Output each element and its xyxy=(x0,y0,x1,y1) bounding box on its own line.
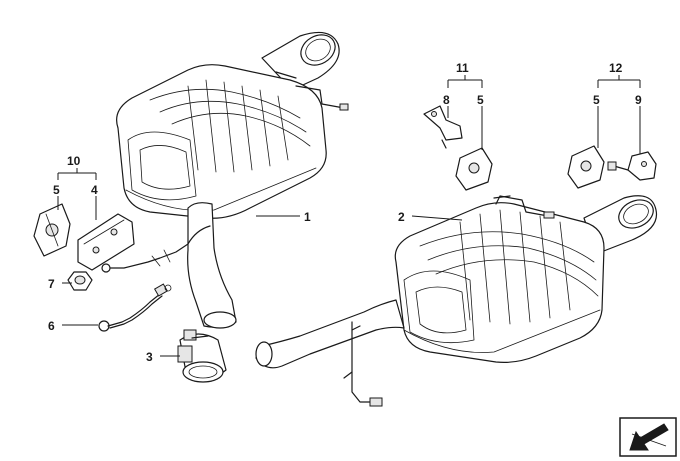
callout-5-middle: 5 xyxy=(477,93,484,107)
callout-3: 3 xyxy=(146,350,153,364)
callout-11: 11 xyxy=(456,61,469,75)
leader-lines xyxy=(57,75,641,357)
bracket-part-9 xyxy=(607,151,657,181)
rear-muffler-right xyxy=(255,195,658,407)
callout-4: 4 xyxy=(91,183,98,197)
callout-12: 12 xyxy=(609,61,623,75)
pipe-clamp xyxy=(177,329,227,383)
callout-9: 9 xyxy=(635,93,642,107)
callout-5-left: 5 xyxy=(53,183,60,197)
callout-10: 10 xyxy=(67,154,81,168)
callout-2: 2 xyxy=(398,210,405,224)
callout-5-right: 5 xyxy=(593,93,600,107)
callout-6: 6 xyxy=(48,319,55,333)
rubber-mount-middle xyxy=(455,147,493,191)
rubber-mount-right xyxy=(567,145,605,189)
callout-8: 8 xyxy=(443,93,450,107)
bracket-part-4 xyxy=(77,213,135,271)
arrow-down-left-icon xyxy=(619,417,677,457)
nut-part-7 xyxy=(67,271,93,291)
callout-1: 1 xyxy=(304,210,311,224)
ground-strap-part-6 xyxy=(98,283,172,332)
callout-7: 7 xyxy=(48,277,55,291)
rubber-mount-left xyxy=(33,203,71,257)
rear-muffler-left xyxy=(101,31,349,329)
callout-labels: 1 2 3 4 5 5 5 6 7 8 9 10 11 12 xyxy=(48,61,642,364)
bracket-part-8 xyxy=(423,105,463,149)
